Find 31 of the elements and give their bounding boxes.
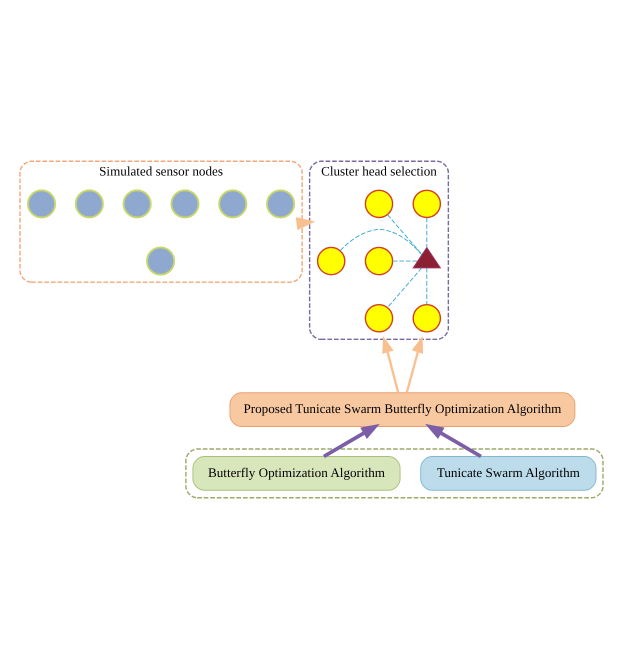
node-circle — [266, 189, 296, 218]
node-circle — [122, 189, 152, 218]
cluster: Simulated sensor nodes — [19, 160, 303, 283]
node-circle — [364, 190, 394, 218]
node-circle — [74, 189, 104, 218]
node-circle — [170, 189, 200, 218]
cluster — [185, 448, 604, 498]
node-circle — [218, 189, 248, 218]
arrow — [382, 336, 400, 394]
node-circle — [146, 246, 176, 276]
connector — [387, 214, 422, 255]
connector — [426, 267, 428, 306]
cluster: Cluster head selection — [308, 160, 450, 340]
node-triangle — [412, 246, 442, 268]
arrow — [296, 217, 316, 230]
node-circle — [316, 246, 346, 276]
connector — [392, 260, 418, 262]
connector — [340, 228, 422, 256]
arrow — [322, 424, 380, 458]
node-circle — [412, 304, 442, 333]
connector — [386, 267, 422, 308]
connector — [426, 217, 428, 248]
node-box: Butterfly Optimization Algorithm — [192, 456, 401, 491]
arrow — [425, 424, 482, 458]
arrow — [406, 336, 424, 394]
node-circle — [364, 246, 394, 276]
node-circle — [27, 189, 56, 218]
node-circle — [412, 190, 442, 218]
node-box: Proposed Tunicate Swarm Butterfly Optimization Algorithm — [229, 392, 576, 427]
node-box: Tunicate Swarm Algorithm — [420, 456, 596, 491]
node-circle — [364, 304, 394, 333]
